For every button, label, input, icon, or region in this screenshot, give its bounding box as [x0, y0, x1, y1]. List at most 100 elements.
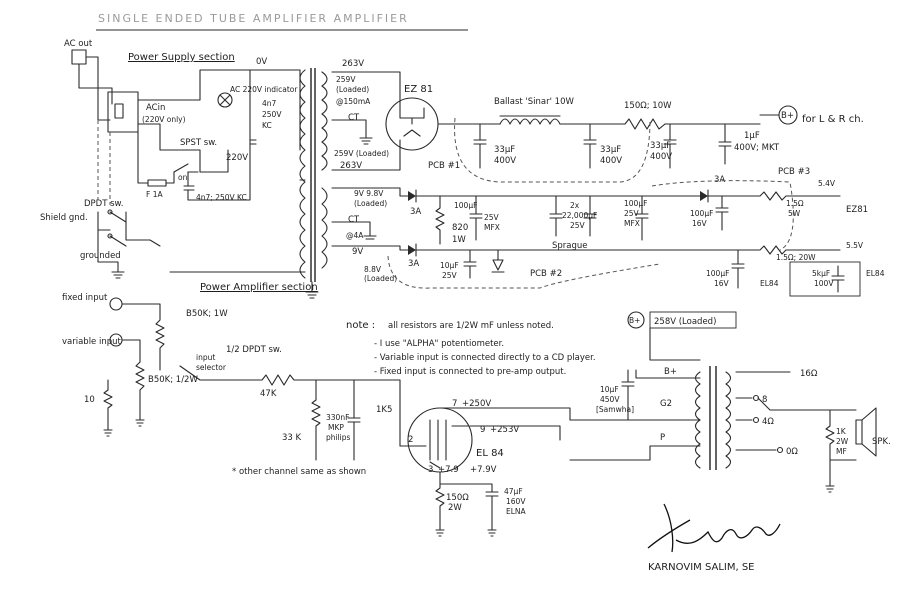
r15-a-icon — [759, 191, 841, 201]
ac-in-label: ACin — [146, 103, 165, 113]
r15-a-w: 5W — [788, 209, 801, 218]
r10-label: 10 — [84, 395, 95, 405]
variable-input-label: variable input — [62, 337, 122, 347]
power-supply-section: Power Supply section AC out 0V ACin (220… — [40, 39, 306, 279]
c100-3-icon — [715, 195, 729, 231]
rect-tube-label: EZ 81 — [404, 84, 433, 95]
cap-4n7-right-b: 250V — [262, 110, 282, 119]
heater-wires — [331, 187, 409, 251]
c47-v: 160V — [506, 497, 526, 506]
cap-1uf-v: 400V; MKT — [734, 143, 780, 153]
tap0-terminal — [776, 446, 784, 454]
v253-label: +253V — [490, 425, 519, 435]
r47k-label: 47K — [260, 389, 277, 399]
ballast-choke-icon — [499, 118, 561, 125]
selector-label-2: selector — [196, 363, 227, 372]
cap-a — [473, 123, 487, 169]
diode-3-label: 3A — [714, 175, 725, 185]
power-supply-heading: Power Supply section — [128, 52, 235, 63]
cap-4n7-right-c: KC — [262, 121, 272, 130]
cap-4n7-left-label: 4n7; 250V KC — [196, 193, 247, 202]
b50k-bot: B50K; 1/2W — [148, 375, 198, 385]
ballast-label: Ballast 'Sinar' 10W — [494, 97, 574, 107]
pcb1-outline — [454, 117, 651, 183]
other-channel-label: * other channel same as shown — [232, 467, 366, 477]
led-icon — [491, 249, 505, 273]
power-amplifier-section: Power Amplifier section fixed input vari… — [62, 282, 891, 537]
c10: 10µF — [440, 261, 459, 270]
v55-label: 5.5V — [846, 241, 864, 250]
g2-label: G2 — [660, 399, 672, 409]
grounded-label: grounded — [80, 251, 121, 261]
ct-b: CT — [348, 215, 360, 225]
c47: 47µF — [504, 487, 523, 496]
primary-winding — [299, 69, 306, 279]
res-150-icon — [624, 118, 666, 130]
c10-icon — [463, 249, 477, 279]
pcb3-outline — [651, 180, 794, 251]
dpdt-contact-1 — [107, 209, 113, 215]
sec-loaded-a: (Loaded) — [336, 85, 369, 94]
tube-wiring — [435, 407, 629, 531]
indicator-label: AC 220V indicator — [230, 85, 298, 94]
pin2-label: 2 — [408, 435, 413, 445]
cap-330-icon — [347, 379, 361, 461]
ground-icon — [111, 261, 125, 279]
cap-330-m: philips — [326, 433, 351, 442]
diode-2-icon — [408, 245, 416, 255]
v9-label: 9V — [352, 247, 363, 257]
tap4-terminal — [752, 416, 760, 424]
c100-2-icon — [635, 195, 649, 241]
fixed-input-jack-icon — [109, 297, 123, 311]
c10uf-t: [Samwha] — [596, 405, 634, 414]
ac-out-wires — [78, 56, 113, 121]
cap-b1: 33µF — [600, 145, 621, 155]
spst-on-label: on — [178, 173, 188, 182]
heater-secondary-winding — [321, 187, 328, 269]
c2x-w: 25V — [570, 221, 586, 230]
amp-bplus-v: 258V (Loaded) — [654, 317, 716, 327]
bplus-label: B+ — [781, 111, 794, 121]
ac-in-note: (220V only) — [142, 115, 186, 124]
c10uf-v: 450V — [600, 395, 620, 404]
v220-label: 220V — [226, 153, 248, 163]
sec-263-bot: 263V — [340, 161, 362, 171]
indicator-lamp-icon — [217, 92, 233, 108]
v250-label: +250V — [462, 399, 491, 409]
rspk: 1K — [836, 427, 847, 436]
c100-1: 100µF — [454, 201, 477, 210]
c10uf-icon — [621, 369, 635, 421]
speaker-cone-icon — [861, 407, 877, 457]
tap8-label: 8 — [762, 395, 767, 405]
c100-1-icon — [469, 195, 483, 241]
rspk-w: 2W — [836, 437, 849, 446]
diode-1-label: 3A — [410, 207, 421, 217]
fuse-icon — [147, 179, 167, 187]
c100-4: 100µF — [706, 269, 729, 278]
v88-loaded: (Loaded) — [364, 274, 397, 283]
ct-a: CT — [348, 113, 360, 123]
amp-bplus-label: B+ — [629, 316, 640, 325]
dpdt-switch — [97, 211, 161, 249]
bplus-feed — [635, 327, 701, 379]
handwritten-signature — [647, 503, 781, 553]
cap-1uf-label: 1µF — [744, 131, 760, 141]
cap-330-t: MKP — [328, 423, 344, 432]
speaker-ground-icon — [825, 485, 835, 493]
indicator-lamp-cross — [219, 94, 231, 106]
v79-label: +7.9 — [438, 465, 459, 475]
selector-label-1: input — [196, 353, 215, 362]
pcb1-label: PCB #1 — [428, 161, 460, 171]
heater-supply-section: 9V 9.8V (Loaded) CT @4A 9V 8.8V (Loaded)… — [331, 167, 885, 297]
output-taps — [735, 371, 791, 451]
ground-wire — [97, 247, 119, 263]
c5k-icon — [831, 265, 845, 293]
c100-4-v: 16V — [714, 279, 730, 288]
p-label: P — [660, 433, 665, 443]
res-150: 150Ω; 10W — [624, 101, 672, 111]
cap-b2: 400V — [600, 156, 622, 166]
hv-secondary-wires — [331, 71, 401, 171]
c10-v: 25V — [442, 271, 458, 280]
shield-label: Shield gnd. — [40, 213, 88, 223]
dashed-guide-lines — [97, 120, 111, 205]
